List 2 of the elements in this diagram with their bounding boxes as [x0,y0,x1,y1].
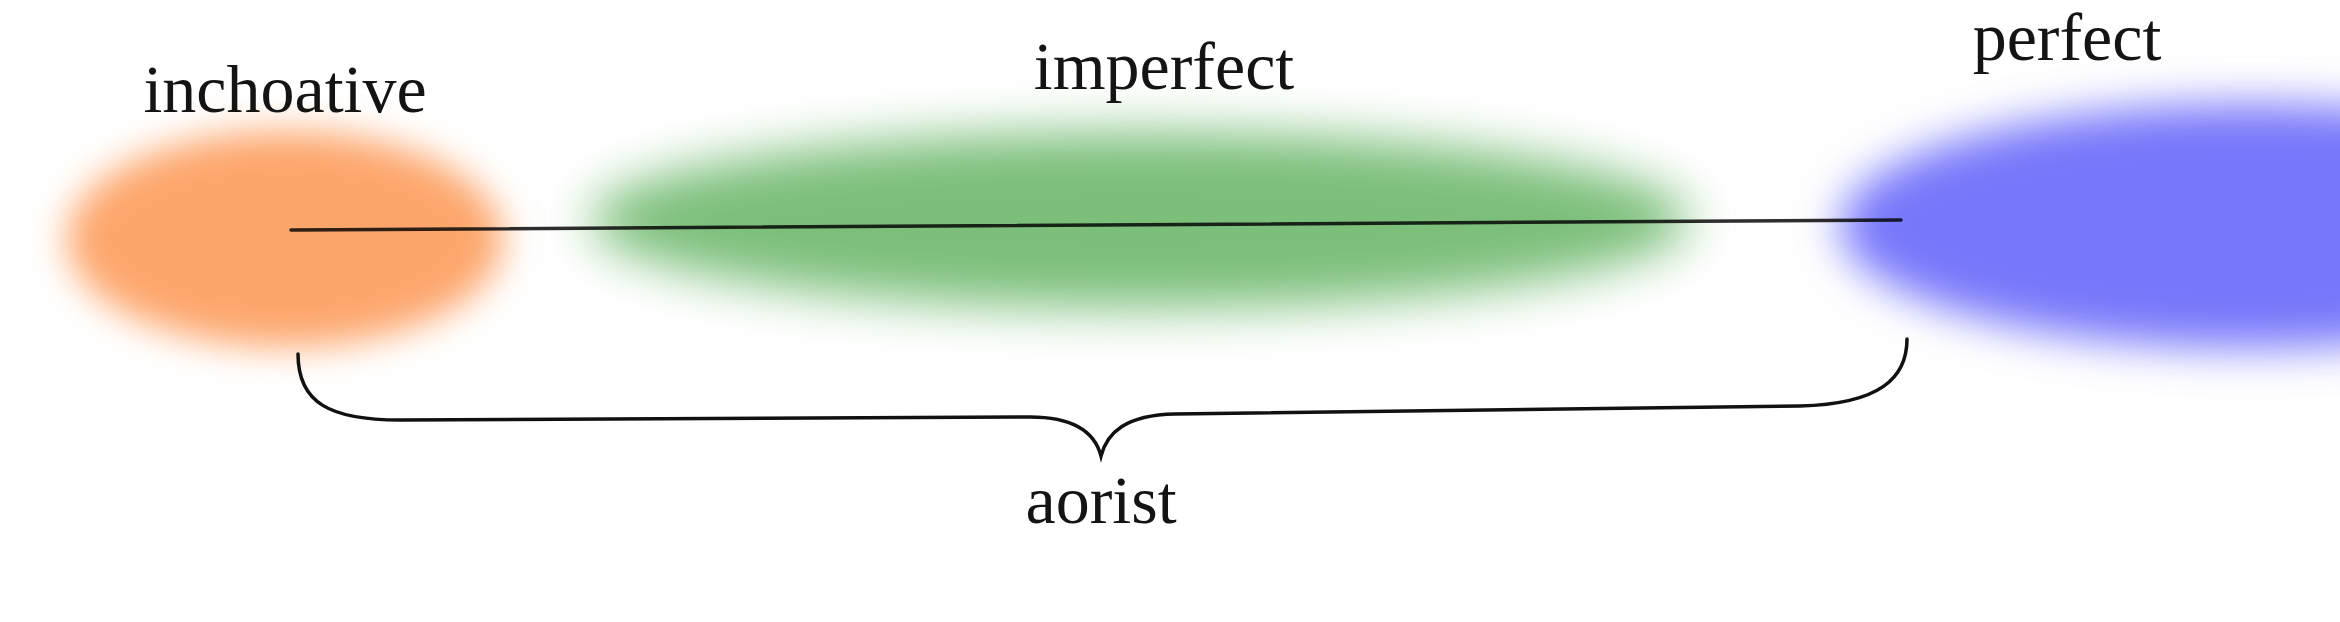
brace-label: aorist [1025,466,1177,534]
phase-label: inchoative [143,55,427,123]
